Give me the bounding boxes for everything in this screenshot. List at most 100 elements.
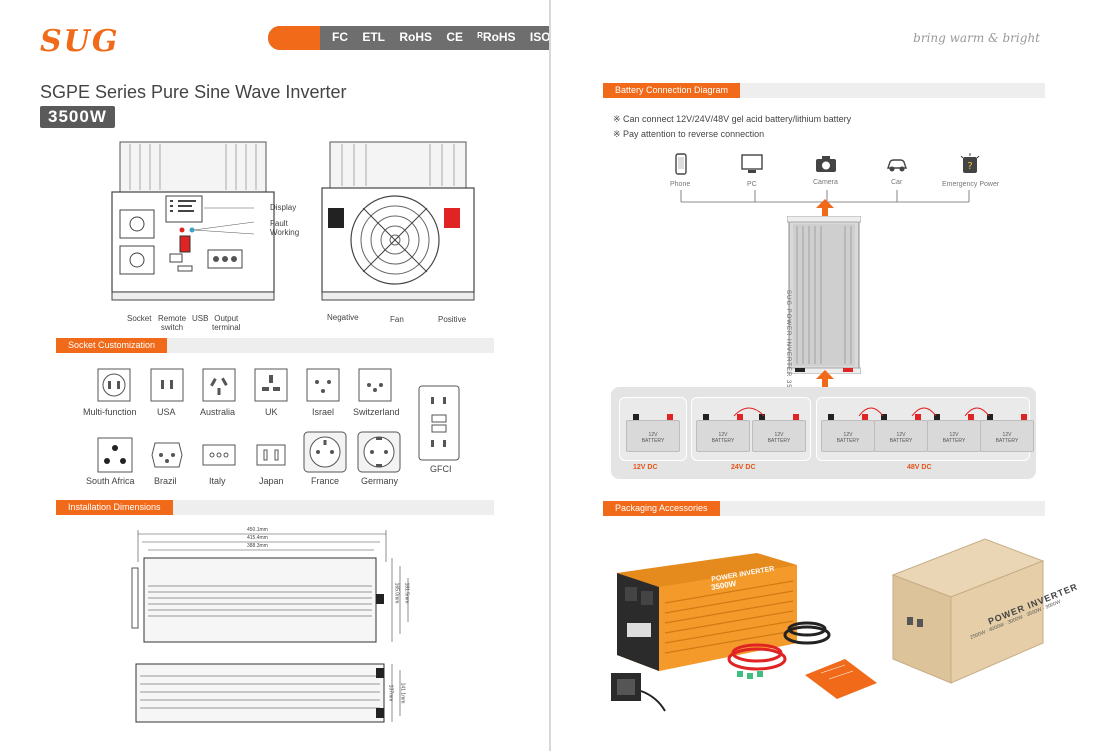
- device-label-pc: PC: [747, 181, 757, 188]
- note-battery-types: ※ Can connect 12V/24V/48V gel acid batte…: [613, 114, 852, 124]
- label-remote-switch: Remote switch: [158, 314, 187, 332]
- device-label-camera: Camera: [813, 179, 838, 186]
- socket-gfci-icon: [418, 385, 460, 461]
- right-page: bring warm & bright Battery Connection D…: [551, 0, 1100, 751]
- socket-label-australia: Australia: [200, 407, 236, 417]
- device-label-emergency-power: Emergency Power: [942, 181, 1000, 188]
- page-title: SGPE Series Pure Sine Wave Inverter: [40, 82, 347, 102]
- socket-label-france: France: [311, 476, 340, 486]
- dimensions-section-title: Installation Dimensions: [56, 500, 173, 515]
- callout-display: Display: [270, 203, 297, 212]
- socket-section-bar: Socket Customization: [56, 338, 494, 353]
- cert-recycle: RoHS: [399, 30, 433, 44]
- dimensions-section-bar: Installation Dimensions: [56, 500, 494, 515]
- socket-italy-icon: [202, 444, 236, 466]
- dimension-top-drawing: [131, 530, 409, 643]
- battery-48v-2: 12V BATTERY: [874, 414, 928, 452]
- certification-bar: FC ETL RoHS CE ᴿRoHS ISO: [268, 26, 549, 50]
- socket-label-multi-function: Multi-function: [83, 407, 137, 417]
- battery-12v-1: 12V BATTERY: [626, 414, 680, 452]
- group-label-12v: 12V DC: [633, 464, 658, 471]
- battery-section-title: Battery Connection Diagram: [603, 83, 741, 98]
- arrow-up-top-icon: [816, 199, 834, 217]
- callout-fault: Fault: [270, 219, 288, 228]
- emergency-power-icon: ?: [960, 153, 980, 173]
- group-48v: 12V BATTERY 12V BATTERY 12V BATTERY 12V …: [816, 397, 1034, 461]
- arrow-up-bottom-icon: [816, 370, 834, 388]
- cert-bar-accent: [268, 26, 320, 50]
- pc-icon: [741, 154, 763, 173]
- socket-label-gfci: GFCI: [430, 464, 452, 474]
- inverter-front-view: [111, 141, 275, 301]
- dimension-side-drawing: [135, 663, 401, 723]
- battery-48v-3: 12V BATTERY: [927, 414, 981, 452]
- connection-notes: ※ Can connect 12V/24V/48V gel acid batte…: [613, 112, 851, 142]
- dim-label-inner: 388.3mm: [247, 543, 268, 549]
- socket-israel-icon: [306, 368, 340, 402]
- socket-label-brazil: Brazil: [154, 476, 177, 486]
- dim-label-side-a: 141.1mm: [399, 682, 406, 704]
- inverter-product-photo: [617, 553, 797, 671]
- socket-label-germany: Germany: [361, 476, 399, 486]
- cert-rohs: ᴿRoHS: [477, 30, 516, 44]
- battery-24v-2: 12V BATTERY: [752, 414, 806, 452]
- link-48v: [858, 407, 990, 417]
- battery-section-bar: Battery Connection Diagram: [603, 83, 1045, 98]
- note-reverse-connection: ※ Pay attention to reverse connection: [613, 129, 765, 139]
- svg-text:?: ?: [967, 161, 972, 172]
- certification-marks: FC ETL RoHS CE ᴿRoHS ISO: [332, 30, 549, 44]
- inverter-product-vertical: [787, 216, 861, 374]
- packaging-box: [891, 538, 1045, 684]
- socket-germany-icon: [357, 431, 401, 473]
- device-label-phone: Phone: [670, 181, 691, 188]
- inverter-rear-view: [321, 141, 475, 301]
- brand-slogan: bring warm & bright: [913, 31, 1040, 45]
- callout-working: Working: [270, 228, 300, 237]
- page-spine: [549, 0, 551, 751]
- camera-icon: [816, 156, 836, 172]
- socket-label-switzerland: Switzerland: [353, 407, 400, 417]
- socket-multi-function-icon: [97, 368, 131, 402]
- label-fan: Fan: [390, 315, 404, 324]
- dim-label-overall: 450.1mm: [247, 527, 268, 533]
- socket-label-usa: USA: [157, 407, 176, 417]
- package-section-title: Packaging Accessories: [603, 501, 720, 516]
- cert-ce: CE: [446, 30, 464, 44]
- packaging-photo: POWER INVERTER 3500W POWER INVERTER 2500…: [607, 535, 1079, 715]
- socket-label-israel: Israel: [312, 407, 335, 417]
- cables-icon: [727, 621, 831, 679]
- battery-48v-1: 12V BATTERY: [821, 414, 875, 452]
- left-page: SUG FC ETL RoHS CE ᴿRoHS ISO SGPE Series…: [0, 0, 549, 751]
- battery-48v-4: 12V BATTERY: [980, 414, 1034, 452]
- device-label-car: Car: [891, 179, 903, 186]
- group-label-48v: 48V DC: [907, 464, 932, 471]
- group-label-24v: 24V DC: [731, 464, 756, 471]
- power-badge: 3500W: [40, 106, 115, 128]
- socket-label-south-africa: South Africa: [86, 476, 135, 486]
- package-section-bar: Packaging Accessories: [603, 501, 1045, 516]
- car-icon: [887, 159, 907, 172]
- cert-etl: ETL: [362, 30, 386, 44]
- socket-brazil-icon: [151, 442, 183, 468]
- dim-label-height-a: 181.5mm: [403, 582, 410, 604]
- cert-iso: ISO: [529, 30, 549, 44]
- manual-booklet-icon: [805, 659, 877, 699]
- label-socket: Socket: [127, 314, 152, 323]
- dim-label-height-b: 165.0mm: [393, 582, 400, 604]
- cert-fc: FC: [332, 30, 348, 44]
- remote-controller-icon: [611, 673, 666, 712]
- label-negative: Negative: [327, 313, 359, 322]
- socket-switzerland-icon: [358, 368, 392, 402]
- socket-australia-icon: [202, 368, 236, 402]
- socket-label-uk: UK: [265, 407, 278, 417]
- battery-24v-1: 12V BATTERY: [696, 414, 750, 452]
- battery-diagram: 12V BATTERY 12V BATTERY 12V BATTERY 12V …: [611, 387, 1036, 479]
- socket-label-japan: Japan: [259, 476, 284, 486]
- label-usb: USB: [192, 314, 209, 323]
- brand-logo: SUG: [40, 24, 120, 59]
- socket-japan-icon: [256, 444, 286, 466]
- label-positive: Positive: [438, 315, 467, 324]
- group-12v: 12V BATTERY: [619, 397, 687, 461]
- socket-usa-icon: [150, 368, 184, 402]
- link-24v: [733, 407, 765, 417]
